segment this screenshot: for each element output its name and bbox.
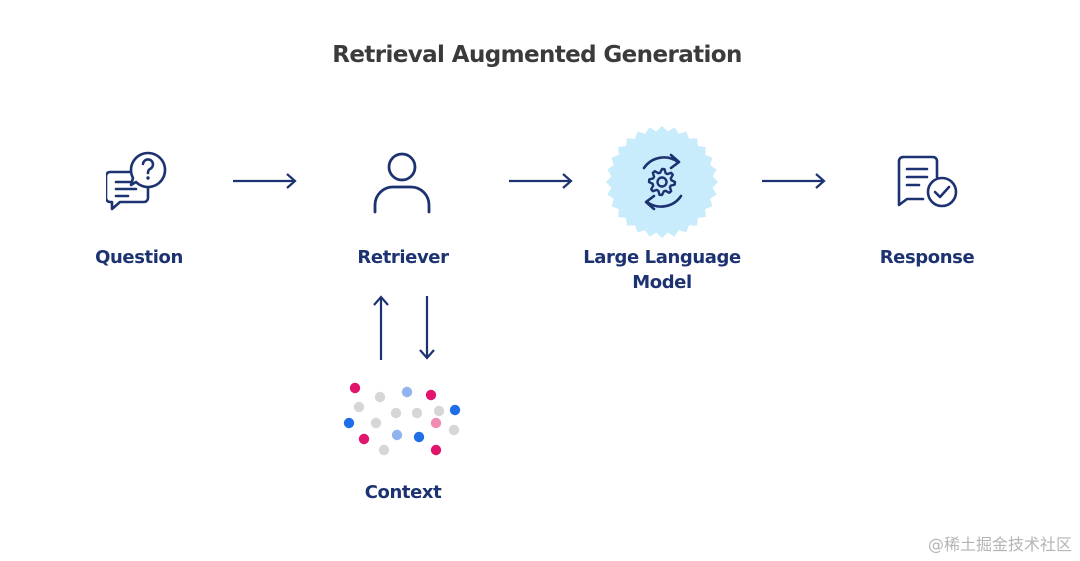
context-label: Context	[364, 482, 442, 503]
context-dot	[413, 431, 425, 443]
retriever-label: Retriever	[357, 247, 449, 268]
person-icon	[373, 152, 431, 214]
question-label: Question	[95, 247, 183, 268]
context-dot	[401, 386, 413, 398]
context-dot	[378, 444, 390, 456]
context-dot	[358, 433, 370, 445]
arrow-right-question-to-retriever	[233, 173, 297, 189]
response-label: Response	[879, 247, 975, 268]
context-dot	[349, 382, 361, 394]
context-dot	[425, 389, 437, 401]
context-dot	[430, 417, 442, 429]
context-dot	[430, 444, 442, 456]
llm-label: Large Language Model	[583, 247, 741, 293]
context-dot	[374, 391, 386, 403]
context-dot	[390, 407, 402, 419]
watermark: @稀土掘金技术社区	[927, 535, 1072, 554]
document-check-icon	[897, 155, 958, 208]
gear-sync-icon	[606, 126, 718, 238]
scattered-dots-icon	[343, 382, 461, 456]
arrow-down-retriever-to-context	[419, 296, 435, 360]
context-dot	[433, 405, 445, 417]
question-chat-icon	[106, 151, 167, 211]
context-dot	[391, 429, 403, 441]
diagram-title: Retrieval Augmented Generation	[332, 42, 742, 68]
context-dot	[370, 417, 382, 429]
context-dot	[353, 401, 365, 413]
arrow-right-llm-to-response	[762, 173, 826, 189]
arrow-up-context-to-retriever	[373, 295, 389, 360]
context-dot	[343, 417, 355, 429]
context-dot	[449, 404, 461, 416]
llm-badge	[606, 126, 718, 238]
arrow-right-retriever-to-llm	[509, 173, 573, 189]
context-dot	[448, 424, 460, 436]
context-dot	[411, 407, 423, 419]
